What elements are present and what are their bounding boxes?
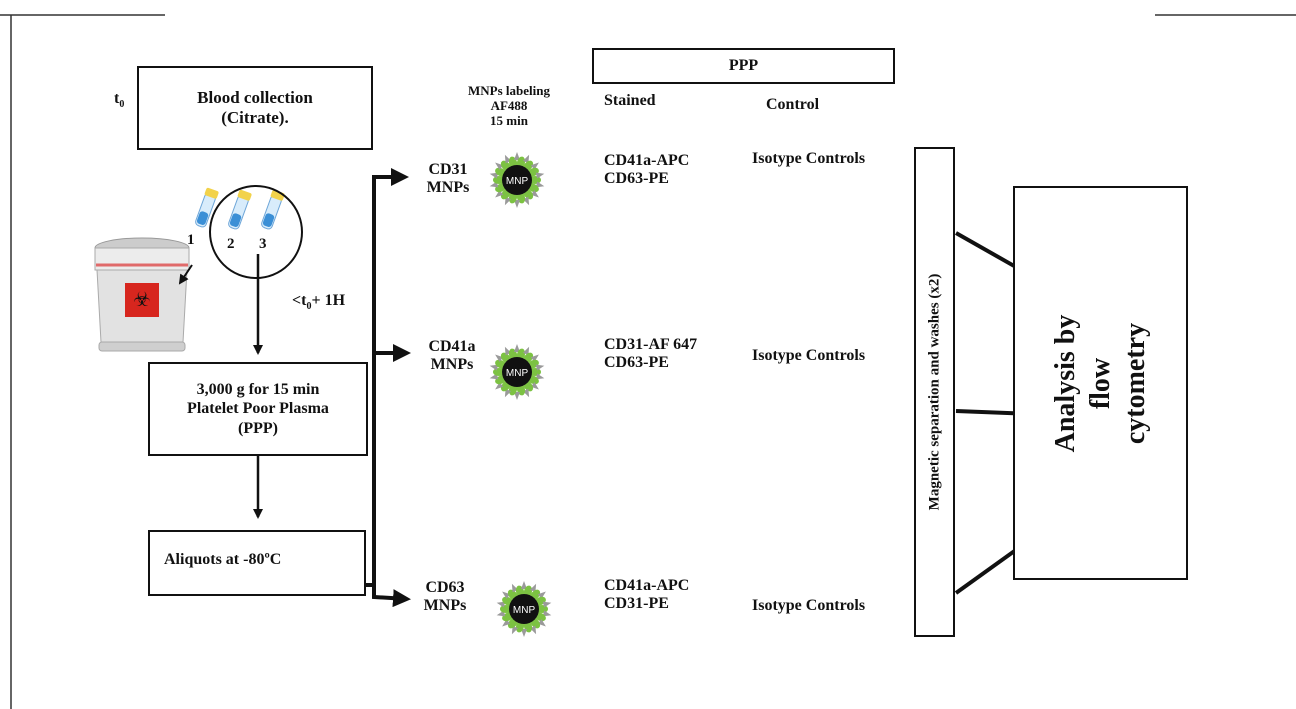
branch-arrow-cd63 — [374, 585, 407, 599]
mnp-particle-icon: MNP — [497, 581, 552, 637]
flow-cytometry-box: Analysis by flow cytometry — [1013, 186, 1188, 580]
centrifuge-box: 3,000 g for 15 min Platelet Poor Plasma … — [148, 362, 368, 456]
row-1-control: Isotype Controls — [752, 150, 865, 168]
mnp-particle-icon: MNP — [490, 152, 545, 208]
branch-bracket-line — [365, 177, 405, 585]
tube-2-icon — [227, 189, 253, 230]
mnp-core-text: MNP — [506, 176, 529, 187]
blood-collection-box: Blood collection (Citrate). — [137, 66, 373, 150]
tube-label-3: 3 — [259, 236, 267, 253]
row-2-control: Isotype Controls — [752, 347, 865, 365]
svg-text:☣: ☣ — [133, 287, 151, 311]
mnp-antibody — [536, 365, 545, 371]
mnp-antibody — [536, 173, 545, 179]
row-1-stained: CD41a-APC CD63-PE — [604, 152, 689, 189]
mnp-core-text: MNP — [506, 368, 529, 379]
mnp-antibody — [543, 602, 552, 608]
tube-1-icon — [194, 187, 220, 228]
tube-3-icon — [260, 189, 286, 230]
mnp-labeling-label: MNPs labeling AF488 15 min — [446, 84, 572, 129]
magnetic-separation-text: Magnetic separation and washes (x2) — [926, 274, 944, 511]
control-column-header: Control — [766, 96, 819, 114]
t0-label: t0 — [114, 90, 124, 111]
row-3-mnp-label: CD63 MNPs — [414, 579, 476, 616]
ppp-header-text: PPP — [729, 56, 758, 75]
t0-subscript: 0 — [119, 99, 124, 110]
row-3-stained: CD41a-APC CD31-PE — [604, 577, 689, 614]
centrifuge-text: 3,000 g for 15 min Platelet Poor Plasma … — [187, 380, 329, 438]
tube-label-2: 2 — [227, 236, 235, 253]
stained-column-header: Stained — [604, 92, 656, 110]
row-1-mnp-label: CD31 MNPs — [416, 161, 480, 198]
mnp-core-text: MNP — [513, 605, 536, 616]
row-3-control: Isotype Controls — [752, 597, 865, 615]
aliquots-box: Aliquots at -80ºC — [148, 530, 366, 596]
selected-tubes-circle — [210, 186, 302, 278]
time-window-suffix: + 1H — [311, 292, 345, 309]
row-2-mnp-label: CD41a MNPs — [418, 338, 486, 375]
mnp-particle-icon: MNP — [490, 344, 545, 400]
magnetic-separation-box: Magnetic separation and washes (x2) — [914, 147, 955, 637]
row-2-stained: CD31-AF 647 CD63-PE — [604, 336, 697, 373]
tube-label-1: 1 — [187, 232, 195, 249]
ppp-header-box: PPP — [592, 48, 895, 84]
aliquots-text: Aliquots at -80ºC — [164, 550, 281, 569]
flow-cytometry-text: Analysis by flow cytometry — [1048, 298, 1153, 469]
time-window-prefix: <t — [292, 292, 306, 309]
blood-collection-text: Blood collection (Citrate). — [197, 88, 313, 129]
biohazard-bin-icon: ☣ — [95, 238, 189, 351]
time-window-label: <t0+ 1H — [292, 292, 345, 313]
